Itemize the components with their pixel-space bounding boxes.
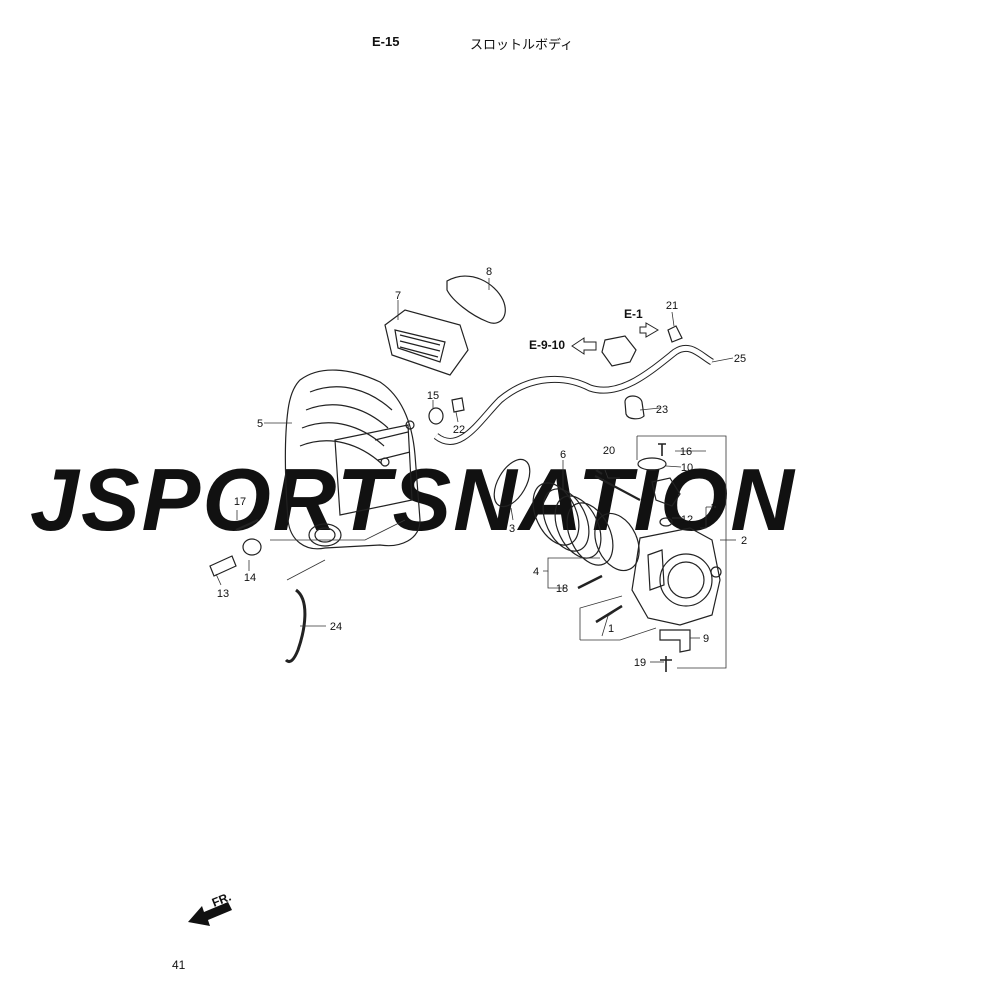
callout-9: 9 xyxy=(703,633,709,645)
callout-5: 5 xyxy=(257,418,263,430)
callout-21: 21 xyxy=(666,300,678,312)
grommet-15 xyxy=(428,407,444,425)
callout-19: 19 xyxy=(634,657,646,669)
callout-16: 16 xyxy=(680,446,692,458)
band-3 xyxy=(493,458,531,508)
callout-13: 13 xyxy=(217,588,229,600)
gasket-part xyxy=(446,275,506,324)
callout-22: 22 xyxy=(453,424,465,436)
drain-tube xyxy=(284,588,307,664)
callout-1: 1 xyxy=(608,623,614,635)
callout-18: 18 xyxy=(556,583,568,595)
clamp-21 xyxy=(667,325,683,343)
callout-6: 6 xyxy=(560,449,566,461)
callout-10: 10 xyxy=(681,462,693,474)
throttle-body xyxy=(631,527,722,626)
callout-12: 12 xyxy=(681,514,693,526)
callout-17: 17 xyxy=(234,496,246,508)
leader-lines xyxy=(215,278,736,669)
insulator-ring xyxy=(594,512,640,572)
bolt-17 xyxy=(235,518,259,532)
callout-11: 11 xyxy=(710,502,721,514)
callout-23: 23 xyxy=(656,404,668,416)
air-filter-element xyxy=(384,309,469,376)
hose-holder xyxy=(601,335,637,367)
screw-1 xyxy=(595,604,623,624)
ref-arrow-e910 xyxy=(571,337,597,355)
callout-25: 25 xyxy=(734,353,746,365)
clip-23 xyxy=(624,395,645,420)
bracket-9 xyxy=(659,629,691,653)
callout-14: 14 xyxy=(244,572,256,584)
front-direction-arrow xyxy=(188,902,232,926)
screw-16 xyxy=(658,443,666,456)
diagram-code: E-15 xyxy=(372,34,400,49)
callout-3: 3 xyxy=(509,523,515,535)
bolt-22 xyxy=(451,397,465,413)
callout-8: 8 xyxy=(486,266,492,278)
bolt-18 xyxy=(577,574,603,590)
drain-fitting-13 xyxy=(209,555,237,577)
callout-15: 15 xyxy=(427,390,439,402)
sensor-11 xyxy=(651,477,681,507)
callout-labels: 1 2 3 4 5 6 7 8 9 10 11 12 13 14 15 16 1… xyxy=(217,266,747,669)
callout-4: 4 xyxy=(533,566,539,578)
diagram-title: スロットルボディ xyxy=(470,37,574,52)
page-number: 41 xyxy=(172,958,186,972)
intake-boot xyxy=(532,482,614,566)
air-cleaner-case xyxy=(284,369,421,550)
grommet-14 xyxy=(242,538,262,556)
o-ring-12 xyxy=(659,517,673,527)
bolt-19 xyxy=(660,656,672,672)
callout-2: 2 xyxy=(741,535,747,547)
plate-10 xyxy=(637,457,667,471)
front-label: FR. xyxy=(210,890,233,910)
callout-20: 20 xyxy=(603,445,615,457)
callout-24: 24 xyxy=(330,621,342,633)
reference-e9-10: E-9-10 xyxy=(529,338,565,352)
ref-arrow-e1 xyxy=(639,322,659,338)
reference-e1: E-1 xyxy=(624,307,643,321)
callout-7: 7 xyxy=(395,290,401,302)
bolt-20 xyxy=(594,469,641,501)
